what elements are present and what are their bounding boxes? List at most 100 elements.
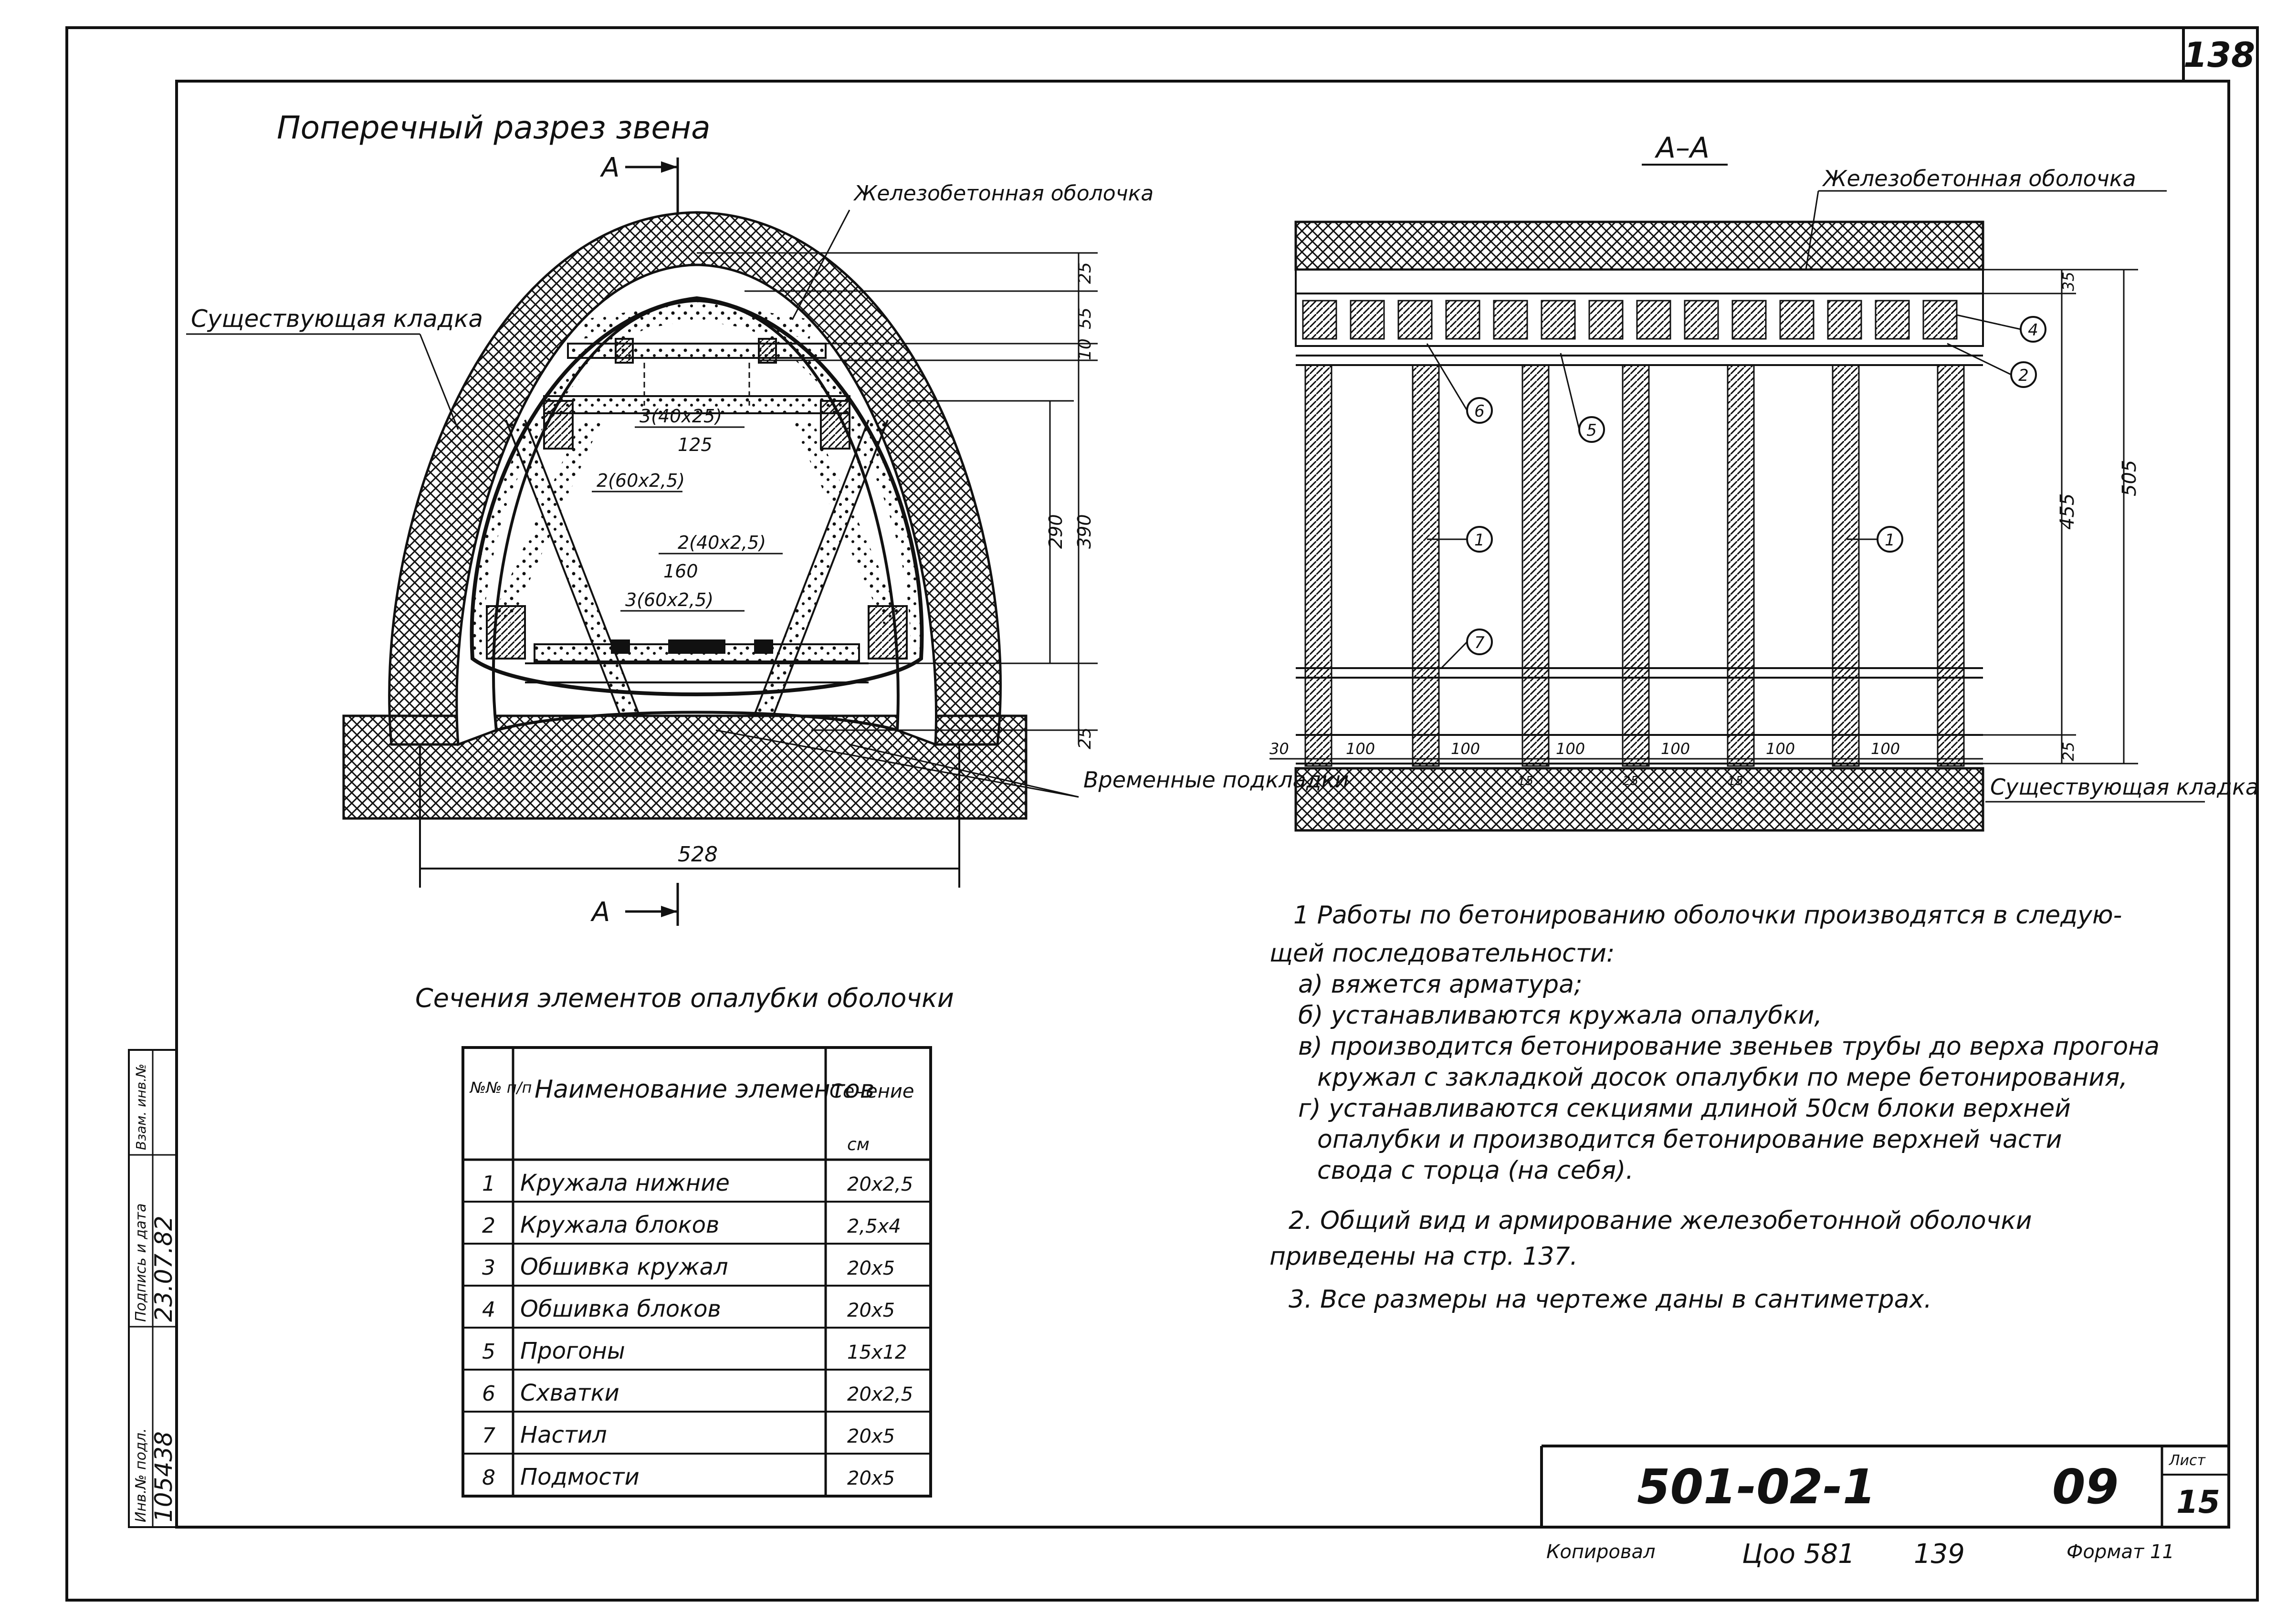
table-cell-section: 20x5 xyxy=(847,1425,895,1447)
table-cell-section: 20x5 xyxy=(847,1467,895,1489)
stamp-col2-value: 23.07.82 xyxy=(150,1215,178,1322)
cross-section-title: Поперечный разрез звена xyxy=(277,109,711,146)
table-cell-name: Схватки xyxy=(520,1380,619,1406)
table-cell-name: Подмости xyxy=(520,1464,640,1490)
th-number: №№ п/п xyxy=(469,1079,532,1097)
table-cell-number: 8 xyxy=(482,1466,495,1490)
callout-4: 4 xyxy=(2028,321,2038,340)
table-cell-number: 6 xyxy=(482,1382,495,1406)
note-line: кружал с закладкой досок опалубки по мер… xyxy=(1317,1063,2128,1092)
note-line: приведены на стр. 137. xyxy=(1269,1242,1578,1271)
callout-1a: 1 xyxy=(1474,531,1485,550)
dim-right-5: 390 xyxy=(1074,514,1095,549)
aa-dim-right-4: 25 xyxy=(2059,742,2077,761)
sheet-number: 15 xyxy=(2176,1484,2220,1520)
issue: 09 xyxy=(2052,1459,2119,1515)
member-label-4: 2(40x2,5) xyxy=(678,532,766,553)
note-line: б) устанавливаются кружала опалубки, xyxy=(1298,1001,1822,1030)
aa-dim-right-3: 505 xyxy=(2119,460,2140,496)
th-unit: см xyxy=(847,1135,870,1154)
sections-table: Сечения элементов опалубки оболочки №№ п… xyxy=(415,983,954,1498)
dim-right-4: 290 xyxy=(1045,514,1066,549)
copied-label: Копировал xyxy=(1546,1541,1656,1563)
table-cell-name: Кружала блоков xyxy=(520,1212,719,1238)
aa-top-masonry xyxy=(1294,220,1984,271)
aa-dim-bottom-2: 100 xyxy=(1346,740,1375,758)
section-mark-top: А xyxy=(600,152,619,183)
aa-dim-small-1: 15 xyxy=(1518,774,1533,788)
sheet-inner-border xyxy=(175,80,2230,1529)
aa-dim-small-3: 15 xyxy=(1728,774,1743,788)
label-reinforced-shell: Железобетонная оболочка xyxy=(853,181,1154,206)
aa-dim-right-2: 455 xyxy=(2056,493,2078,530)
table-cell-name: Обшивка кружал xyxy=(520,1254,728,1280)
truss-members xyxy=(492,301,902,720)
callout-7: 7 xyxy=(1474,633,1485,652)
note-line: щей последовательности: xyxy=(1269,939,1615,968)
table-cell-name: Обшивка блоков xyxy=(520,1296,721,1322)
th-name: Наименование элементов xyxy=(535,1075,874,1104)
aa-shell-band xyxy=(1295,269,1984,294)
table-cell-number: 1 xyxy=(482,1172,495,1196)
stamp-col3: Взам. инв.№ xyxy=(133,1064,149,1150)
table-cell-name: Прогоны xyxy=(520,1338,625,1364)
sheet-label: Лист xyxy=(2169,1452,2206,1469)
table-title: Сечения элементов опалубки оболочки xyxy=(415,983,954,1013)
table-cell-name: Кружала нижние xyxy=(520,1170,730,1196)
aa-dim-bottom-3: 100 xyxy=(1451,740,1480,758)
dim-right-2: 55 xyxy=(1075,307,1095,329)
table-cell-section: 20x5 xyxy=(847,1299,895,1321)
section-aa-title: А–А xyxy=(1654,131,1710,165)
copy-number: 139 xyxy=(1914,1539,1965,1570)
member-label-5: 160 xyxy=(663,561,698,582)
member-label-3: 2(60x2,5) xyxy=(597,470,685,491)
page-number: 138 xyxy=(2183,35,2255,75)
aa-dim-bottom-7: 100 xyxy=(1871,740,1900,758)
table-rows: 1 Кружала нижние 20x2,5 2 Кружала блоков 2,5x… xyxy=(482,1170,913,1490)
notes-block: 1 Работы по бетонированию оболочки произ… xyxy=(1269,901,2160,1314)
dim-right-1: 25 xyxy=(1075,262,1095,284)
table-cell-number: 3 xyxy=(482,1256,495,1280)
table-cell-section: 20x2,5 xyxy=(847,1173,913,1195)
table-cell-name: Настил xyxy=(520,1422,607,1448)
aa-dim-bottom-4: 100 xyxy=(1556,740,1585,758)
label-aa-shell: Железобетонная оболочка xyxy=(1822,166,2136,191)
aa-dim-right-1: 35 xyxy=(2059,272,2077,291)
aa-dim-bottom-1: 30 xyxy=(1269,740,1289,758)
note-line: а) вяжется арматура; xyxy=(1298,970,1583,999)
cross-section: Поперечный разрез звена А А xyxy=(186,109,1349,928)
designation: 501-02-1 xyxy=(1637,1459,1876,1515)
section-aa: А–А Железобетонная оболочка xyxy=(1269,131,2259,832)
table-cell-number: 2 xyxy=(482,1214,495,1238)
aa-dim-bottom-5: 100 xyxy=(1661,740,1690,758)
callout-5: 5 xyxy=(1586,421,1597,440)
th-section: Сечение xyxy=(829,1080,914,1102)
order-code: Цоо 581 xyxy=(1742,1539,1855,1570)
table-cell-section: 2,5x4 xyxy=(847,1215,901,1237)
dim-right-6: 25 xyxy=(1075,727,1095,749)
label-existing-masonry: Существующая кладка xyxy=(191,305,483,333)
title-block: 501-02-1 09 Лист 15 Копировал Цоо 581 13… xyxy=(1540,1445,2229,1570)
table-cell-number: 4 xyxy=(482,1298,495,1322)
note-line: 2. Общий вид и армирование железобетонно… xyxy=(1289,1206,2032,1235)
stamp-col1: Инв.№ подл. xyxy=(133,1428,149,1522)
stamp-col2: Подпись и дата xyxy=(133,1204,149,1322)
table-cell-number: 5 xyxy=(482,1340,495,1364)
table-cell-section: 20x2,5 xyxy=(847,1383,913,1405)
note-line: свода с торца (на себя). xyxy=(1317,1156,1634,1185)
callout-6: 6 xyxy=(1474,402,1485,421)
dim-right-3: 10 xyxy=(1075,338,1095,360)
side-stamp: Инв.№ подл. 105438 Подпись и дата 23.07.… xyxy=(128,1049,178,1528)
aa-dim-small-2: 25 xyxy=(1623,774,1638,788)
member-label-1: 3(40x25) xyxy=(640,406,722,427)
note-line: опалубки и производится бетонирование ве… xyxy=(1317,1125,2062,1154)
label-aa-masonry: Существующая кладка xyxy=(1990,774,2259,800)
table-cell-section: 15x12 xyxy=(847,1341,907,1363)
table-cell-section: 20x5 xyxy=(847,1257,895,1279)
member-label-6: 3(60x2,5) xyxy=(625,589,713,610)
member-label-2: 125 xyxy=(678,434,713,455)
note-line: 1 Работы по бетонированию оболочки произ… xyxy=(1293,901,2122,930)
aa-posts xyxy=(1304,364,1965,767)
sheet-outer-border xyxy=(65,26,2259,1602)
